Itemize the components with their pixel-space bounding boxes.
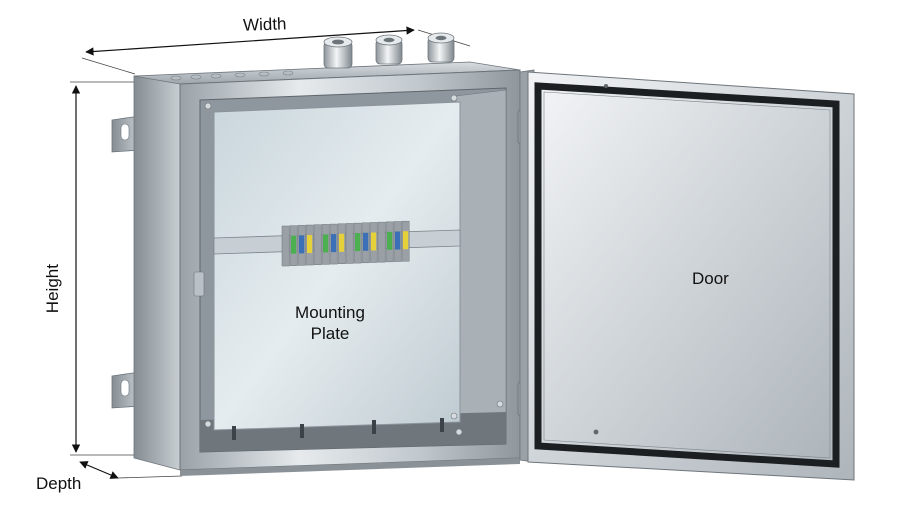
terminal-block-stripe xyxy=(403,231,409,250)
enclosure-inner-wall xyxy=(455,89,507,445)
depth-dimension-line xyxy=(79,461,119,479)
width-extension-left xyxy=(81,57,136,75)
terminal-block-stripe xyxy=(283,236,289,254)
top-knockouts xyxy=(170,70,294,81)
terminal-block-stripe xyxy=(339,233,345,252)
enclosure-side-panel xyxy=(133,75,181,471)
width-label: Width xyxy=(242,14,287,35)
height-label: Height xyxy=(42,264,62,314)
terminal-block-stripe xyxy=(323,234,329,253)
cable-gland-icon xyxy=(323,36,353,69)
cable-gland-icon xyxy=(427,32,455,63)
terminal-block-stripe xyxy=(371,232,377,251)
mounting-plate-label-line1: Mounting xyxy=(295,303,365,322)
cable-gland-icon xyxy=(375,34,403,65)
door-gasket xyxy=(534,82,840,468)
depth-extension xyxy=(117,475,183,479)
door-latch-hole xyxy=(604,84,608,88)
terminal-block-stripe xyxy=(395,231,401,250)
terminal-block-stripe xyxy=(291,235,297,254)
terminal-block-stripe xyxy=(307,235,313,254)
latch-tab xyxy=(193,271,205,297)
enclosure-bottom-panel xyxy=(180,458,520,476)
terminal-block-group xyxy=(281,220,410,267)
width-dimension-line xyxy=(85,26,415,56)
depth-label: Depth xyxy=(36,474,82,493)
screws xyxy=(204,94,504,436)
terminal-block-stripe xyxy=(331,234,337,253)
door-latch-hole xyxy=(593,429,599,435)
terminal-block-stripe xyxy=(355,233,361,252)
terminal-block-stripe xyxy=(347,233,353,252)
mounting-plate-label: Mounting Plate xyxy=(295,302,365,345)
terminal-block-stripe xyxy=(363,232,369,251)
enclosure-body xyxy=(111,32,521,476)
enclosure-door xyxy=(519,69,855,481)
door-inner-panel xyxy=(543,91,831,459)
dimension-lines xyxy=(70,26,471,479)
terminal-block-stripe xyxy=(379,232,385,251)
terminal-block-stripe xyxy=(387,231,393,250)
mounting-plate-label-line2: Plate xyxy=(310,324,350,344)
bottom-studs xyxy=(232,418,444,440)
terminal-block-stripe xyxy=(315,234,321,253)
mounting-plate xyxy=(213,101,461,431)
door-label: Door xyxy=(692,269,729,288)
terminal-block-stripe xyxy=(299,235,305,254)
